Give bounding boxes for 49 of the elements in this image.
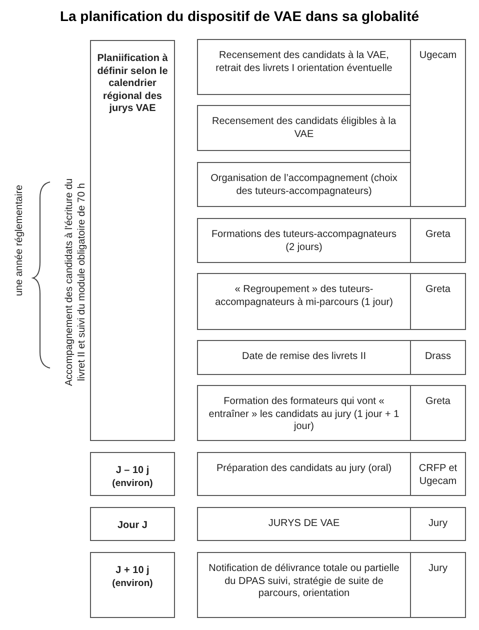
actor-name: Ugecam xyxy=(419,50,457,62)
diagram-title: La planification du dispositif de VAE dans sa globalité xyxy=(58,8,420,24)
actor-box xyxy=(410,273,466,330)
step-text: Formations des tuteurs-accompagnateurs (2 jours) xyxy=(210,229,398,254)
step-text: Date de remise des livrets II xyxy=(242,351,366,364)
actor-box xyxy=(410,39,466,207)
step-box xyxy=(197,340,411,375)
timing-text: J – 10 j xyxy=(116,465,150,478)
actor-box xyxy=(410,340,466,375)
step-box xyxy=(197,162,411,207)
step-text: Recensement des candidats éligibles à la VAE xyxy=(211,116,397,141)
actor-box xyxy=(410,552,466,618)
step-box xyxy=(197,273,411,330)
step-text: JURYS DE VAE xyxy=(268,518,340,530)
step-box xyxy=(197,218,411,263)
actor-box xyxy=(410,385,466,441)
step-box xyxy=(197,105,411,151)
step-box xyxy=(197,39,411,95)
side-label: Accompagnement des candidats à l'écriture du livret II et suivi du module obligatoire de 70 h xyxy=(64,177,88,388)
step-box xyxy=(197,385,411,441)
timing-note: (environ) xyxy=(112,478,153,490)
actor-name: Greta xyxy=(425,229,450,242)
step-text: Organisation de l’accompagnement (choix des tuteurs-accompagnateurs) xyxy=(210,173,398,198)
side-label: une année réglementaire xyxy=(14,183,26,298)
actor-name: Drass xyxy=(424,351,452,364)
actor-name: Jury xyxy=(428,518,448,530)
timing-text: Planiification à définir selon le calendrier régional des jurys VAE xyxy=(96,53,169,116)
timing-box xyxy=(90,552,175,618)
timing-box xyxy=(90,40,175,441)
timing-box xyxy=(90,452,175,496)
actor-name: Greta xyxy=(425,284,450,296)
actor-name: Jury xyxy=(428,563,448,576)
timing-note: (environ) xyxy=(112,578,153,590)
actor-box xyxy=(410,507,466,541)
actor-name: Greta xyxy=(425,396,450,408)
step-text: Préparation des candidats au jury (oral) xyxy=(216,463,392,476)
step-text: « Regroupement » des tuteurs-accompagnateurs à mi-parcours (1 jour) xyxy=(214,284,394,309)
step-box xyxy=(197,507,411,541)
step-text: Recensement des candidats à la VAE, retrait des livrets I orientation éventuelle xyxy=(214,50,394,75)
actor-box xyxy=(410,452,466,496)
timing-text: J + 10 j xyxy=(116,565,150,578)
step-text: Formation des formateurs qui vont « entraîner » les candidats au jury (1 jour + 1 jour) xyxy=(208,396,400,434)
timing-box xyxy=(90,507,175,541)
actor-box xyxy=(410,218,466,263)
step-box xyxy=(197,452,411,496)
step-text: Notification de délivrance totale ou partielle du DPAS suivi, stratégie de suite de parcours, orientation xyxy=(208,563,400,600)
actor-name: CRFP et Ugecam xyxy=(418,463,458,488)
timing-text: Jour J xyxy=(117,520,148,532)
step-box xyxy=(197,552,411,618)
